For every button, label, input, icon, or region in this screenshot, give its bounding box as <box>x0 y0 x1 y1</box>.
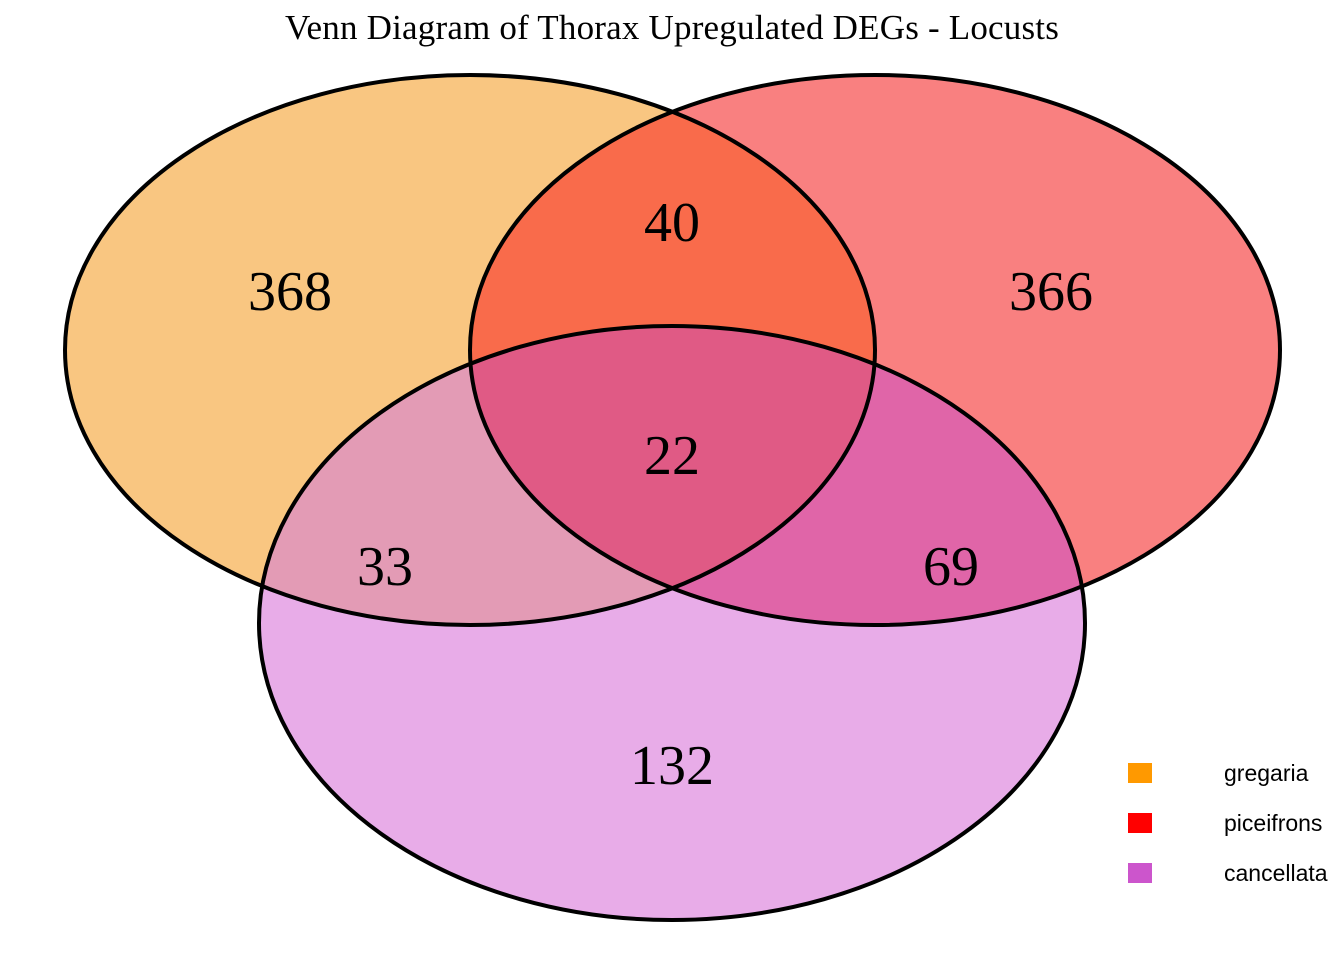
venn-region-labels: 368 366 40 22 33 69 132 <box>248 192 1093 797</box>
legend-swatch-cancellata <box>1128 863 1152 883</box>
count-gregaria-piceifrons: 40 <box>644 192 700 254</box>
count-piceifrons-cancellata: 69 <box>923 536 979 598</box>
legend-swatch-gregaria <box>1128 763 1152 783</box>
legend-label-gregaria: gregaria <box>1224 759 1309 786</box>
ellipse-cancellata-outline <box>257 324 1087 922</box>
venn-region-fills <box>65 75 1280 920</box>
legend-item-gregaria: gregaria <box>1128 748 1344 798</box>
ellipse-piceifrons-outline <box>468 73 1282 627</box>
venn-outlines <box>63 73 1282 922</box>
count-piceifrons-only: 366 <box>1009 261 1093 323</box>
legend-label-piceifrons: piceifrons <box>1224 809 1323 836</box>
legend-swatch-piceifrons <box>1128 813 1152 833</box>
page-title: Venn Diagram of Thorax Upregulated DEGs … <box>284 8 1060 47</box>
count-all-three: 22 <box>644 425 700 487</box>
legend-label-cancellata: cancellata <box>1224 859 1328 886</box>
legend-item-cancellata: cancellata <box>1128 848 1344 898</box>
legend-item-piceifrons: piceifrons <box>1128 798 1344 848</box>
ellipse-gregaria-outline <box>63 73 877 627</box>
count-gregaria-cancellata: 33 <box>357 536 413 598</box>
count-gregaria-only: 368 <box>248 261 332 323</box>
count-cancellata-only: 132 <box>630 735 714 797</box>
legend: gregaria piceifrons cancellata <box>1128 748 1344 898</box>
